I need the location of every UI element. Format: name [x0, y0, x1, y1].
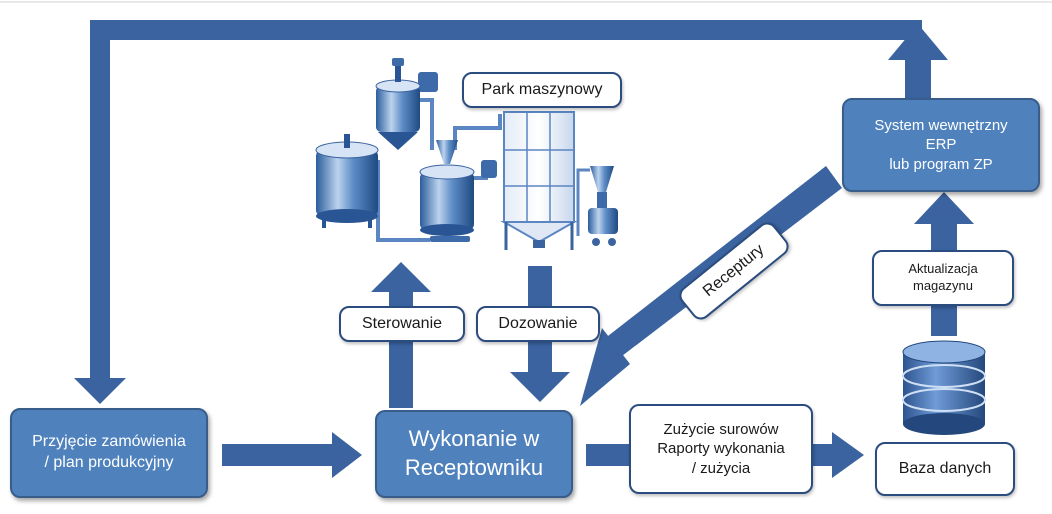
feedback-loop-arrow — [74, 20, 948, 404]
database-cylinder-icon — [902, 340, 986, 435]
database-node: Baza danych — [875, 442, 1015, 496]
consumption-label: Zużycie surowów Raporty wykonania / zuży… — [629, 404, 813, 494]
warehouse-update-label: Aktualizacja magazynu — [872, 250, 1014, 306]
machine-park-label: Park maszynowy — [462, 72, 622, 108]
order-intake-text: Przyjęcie zamówienia / plan produkcyjny — [32, 433, 186, 471]
control-label: Sterowanie — [339, 306, 465, 342]
execution-node: Wykonanie w Receptowniku — [375, 410, 573, 498]
erp-text: System wewnętrzny ERP lub program ZP — [874, 116, 1008, 173]
execution-text: Wykonanie w Receptowniku — [404, 426, 544, 480]
warehouse-update-text: Aktualizacja magazynu — [908, 261, 978, 293]
database-text: Baza danych — [898, 459, 992, 477]
dosing-text: Dozowanie — [498, 314, 578, 332]
dosing-label: Dozowanie — [476, 306, 600, 342]
consumption-text: Zużycie surowów Raporty wykonania / zuży… — [657, 420, 785, 477]
arrow-order-to-execution — [222, 432, 362, 478]
tank-machinery-icon — [315, 58, 618, 250]
erp-node: System wewnętrzny ERP lub program ZP — [842, 98, 1040, 192]
control-text: Sterowanie — [361, 314, 443, 332]
order-intake-node: Przyjęcie zamówienia / plan produkcyjny — [10, 408, 208, 498]
machine-park-text: Park maszynowy — [481, 80, 603, 98]
